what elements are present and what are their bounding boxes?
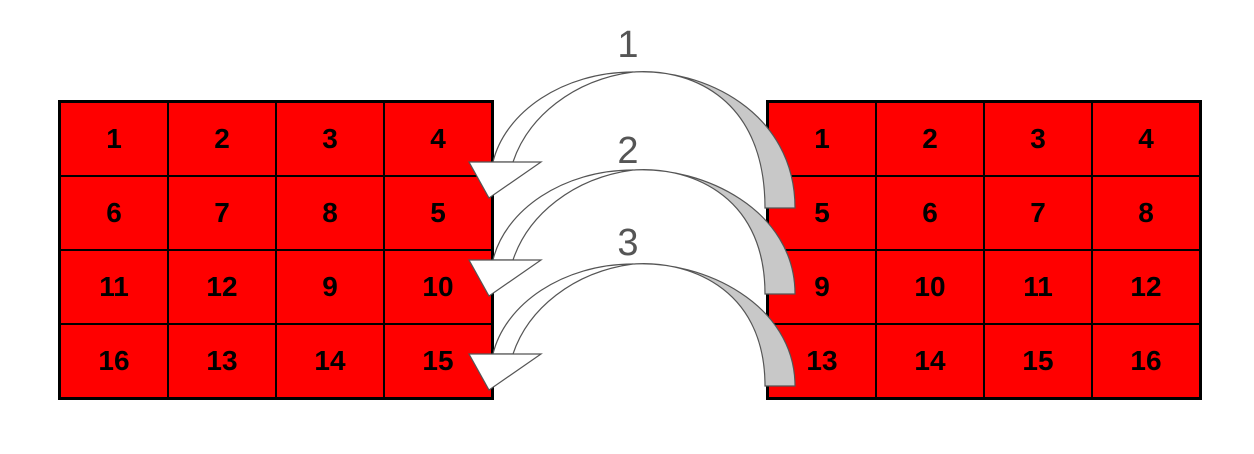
left-grid-cell: 4: [384, 102, 492, 176]
left-grid-cell: 11: [60, 250, 168, 324]
left-grid-cell: 5: [384, 176, 492, 250]
left-grid-cell: 1: [60, 102, 168, 176]
step-label: 3: [617, 222, 638, 264]
right-grid-cell: 3: [984, 102, 1092, 176]
right-grid-cell: 2: [876, 102, 984, 176]
left-grid-cell: 14: [276, 324, 384, 398]
right-grid-cell: 15: [984, 324, 1092, 398]
left-grid-cell: 8: [276, 176, 384, 250]
right-grid-cell: 6: [876, 176, 984, 250]
right-grid-cell: 4: [1092, 102, 1200, 176]
right-grid-cell: 12: [1092, 250, 1200, 324]
step-label: 2: [617, 130, 638, 172]
left-grid-cell: 6: [60, 176, 168, 250]
right-grid-cell: 16: [1092, 324, 1200, 398]
left-grid-cell: 7: [168, 176, 276, 250]
step-label: 1: [617, 24, 638, 66]
left-grid-cell: 13: [168, 324, 276, 398]
left-grid-cell: 9: [276, 250, 384, 324]
left-grid-cell: 16: [60, 324, 168, 398]
left-grid-cell: 3: [276, 102, 384, 176]
curved-arrow: 2: [467, 130, 796, 297]
curved-arrow: 3: [467, 222, 796, 391]
right-grid-cell: 14: [876, 324, 984, 398]
curved-arrow: 1: [467, 24, 796, 209]
right-grid-cell: 11: [984, 250, 1092, 324]
left-grid-cell: 12: [168, 250, 276, 324]
right-grid-cell: 7: [984, 176, 1092, 250]
left-grid-cell: 2: [168, 102, 276, 176]
right-grid-cell: 8: [1092, 176, 1200, 250]
right-grid-cell: 10: [876, 250, 984, 324]
